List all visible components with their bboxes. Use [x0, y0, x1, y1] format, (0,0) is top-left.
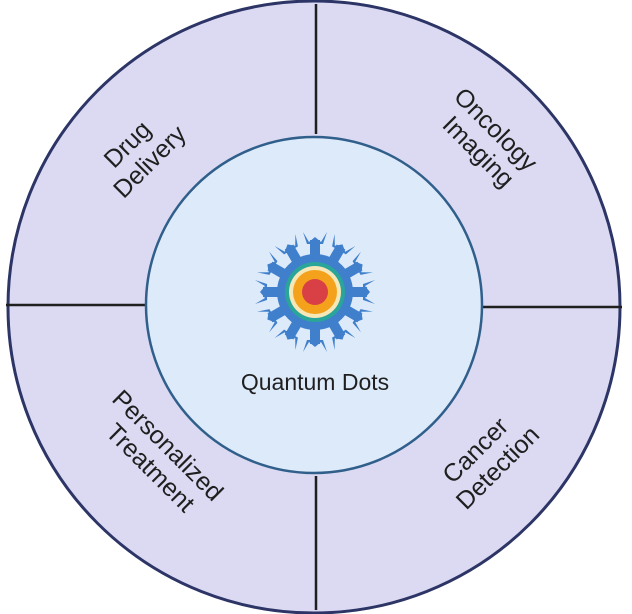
- center-label: Quantum Dots: [241, 369, 389, 395]
- red-core-icon: [302, 279, 328, 305]
- ligand-icon: [255, 280, 281, 304]
- ligand-icon: [327, 234, 356, 266]
- ligand-icon: [257, 251, 289, 280]
- ligand-icon: [349, 280, 375, 304]
- ligand-icon: [341, 251, 373, 280]
- quantum-dot-icon: [255, 232, 375, 352]
- ligand-icon: [274, 318, 303, 350]
- ligand-icon: [257, 304, 289, 333]
- ligand-icon: [303, 326, 327, 352]
- ligand-icon: [327, 318, 356, 350]
- ligand-icon: [274, 234, 303, 266]
- segment-dividers: [6, 4, 622, 610]
- ligand-icon: [341, 304, 373, 333]
- ligand-icon: [303, 232, 327, 258]
